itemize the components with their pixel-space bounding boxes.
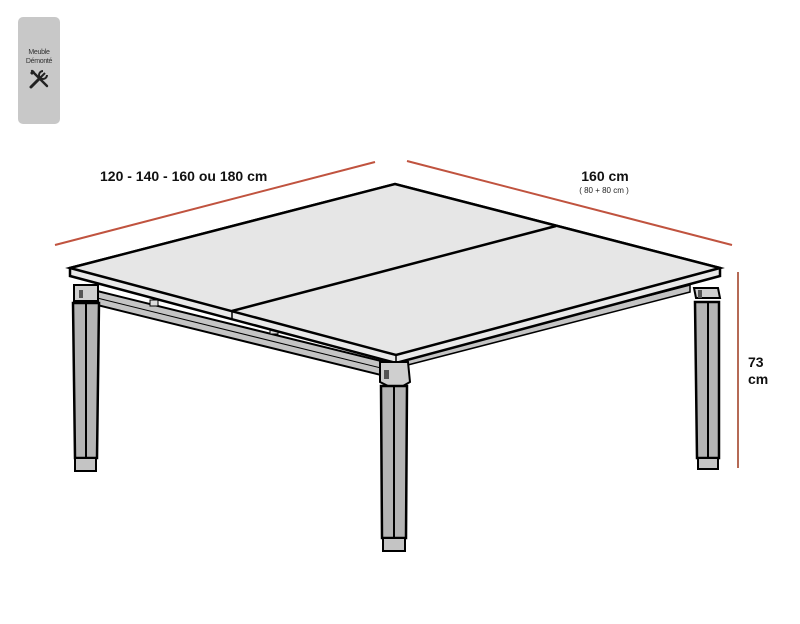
leg-left <box>71 284 101 472</box>
depth-dimension-line <box>406 160 733 246</box>
leg-right <box>692 287 722 470</box>
width-dimension-label: 120 - 140 - 160 ou 180 cm <box>100 168 268 184</box>
height-unit: cm <box>748 371 769 387</box>
height-value: 73 <box>748 354 764 370</box>
table-top <box>65 182 725 365</box>
leg-front <box>379 361 412 552</box>
width-dimension-line <box>54 161 376 246</box>
assembly-badge: Meuble Démonté <box>18 17 60 124</box>
depth-dimension-label: 160 cm <box>581 168 629 184</box>
top-split-line <box>231 224 557 313</box>
badge-line-1: Meuble <box>28 49 50 56</box>
height-dimension-label: 73 cm <box>748 354 768 388</box>
tools-icon <box>29 69 49 89</box>
badge-label: Meuble Démonté <box>25 48 53 66</box>
badge-line-2: Démonté <box>25 58 53 65</box>
depth-dimension-sublabel: ( 80 + 80 cm ) <box>579 186 629 195</box>
